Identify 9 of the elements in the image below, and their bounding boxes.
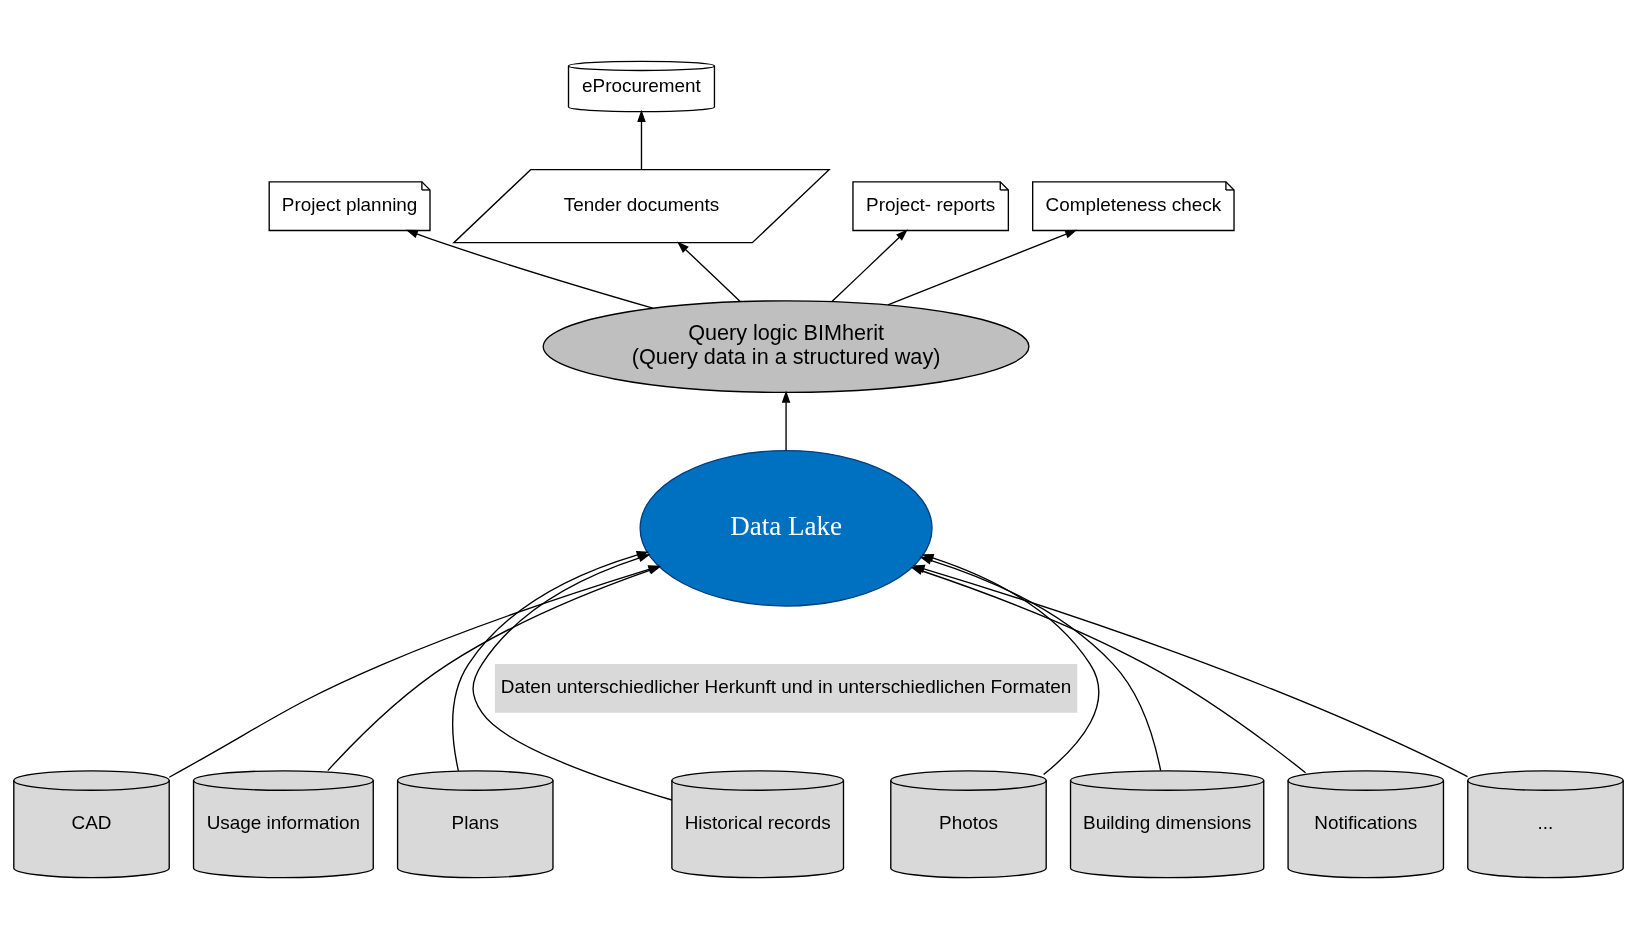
label: Daten unterschiedlicher Herkunft und in unterschiedlichen Formaten bbox=[500, 675, 1072, 697]
arrow bbox=[887, 229, 1078, 306]
arrow bbox=[831, 228, 908, 302]
arrow bbox=[637, 109, 646, 170]
arrow bbox=[405, 229, 654, 309]
arrow bbox=[677, 240, 741, 302]
node-ellipse: Query logic BIMherit (Query data in a structured way) bbox=[542, 299, 1030, 393]
arrow bbox=[781, 390, 791, 451]
arrow bbox=[472, 553, 673, 801]
